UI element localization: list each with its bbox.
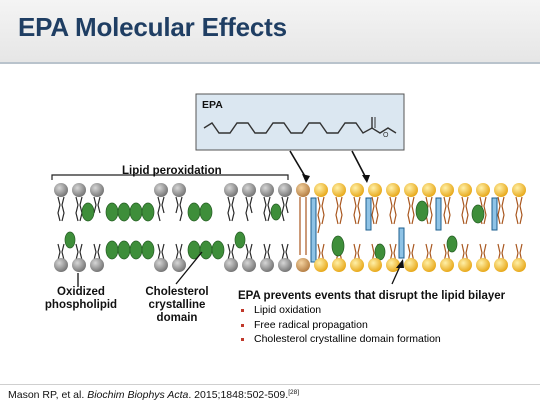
epa-molecule-label: EPA	[202, 99, 223, 111]
healthy-head-groups	[296, 183, 310, 272]
header-divider	[0, 62, 540, 64]
epa-molecule-box: O	[195, 93, 405, 151]
cholesterol-molecules	[64, 202, 282, 260]
oxidized-phospholipid-label: Oxidized phospholipid	[44, 286, 118, 311]
svg-text:O: O	[383, 132, 389, 139]
citation: Mason RP, et al. Biochim Biophys Acta. 2…	[8, 389, 299, 401]
list-item: Free radical propagation	[238, 318, 441, 333]
header-band: EPA Molecular Effects	[0, 0, 540, 62]
epa-effects-list: Lipid oxidation Free radical propagation…	[238, 303, 441, 347]
citation-details: . 2015;1848:502-509.	[188, 389, 289, 401]
lipid-peroxidation-label: Lipid peroxidation	[122, 165, 222, 177]
citation-authors: Mason RP, et al.	[8, 389, 88, 401]
list-item: Lipid oxidation	[238, 303, 441, 318]
page-title: EPA Molecular Effects	[18, 12, 287, 42]
epa-inserts	[310, 197, 498, 263]
footer-divider	[0, 384, 540, 385]
list-item: Cholesterol crystalline domain formation	[238, 332, 441, 347]
cholesterol-domain-label: Cholesterol crystalline domain	[145, 286, 209, 324]
epa-effects-heading: EPA prevents events that disrupt the lip…	[238, 290, 506, 302]
oxidized-head-groups	[54, 183, 292, 272]
epa-skeletal-structure	[203, 122, 397, 134]
citation-journal: Biochim Biophys Acta	[87, 389, 189, 401]
citation-ref: [28]	[288, 389, 300, 396]
